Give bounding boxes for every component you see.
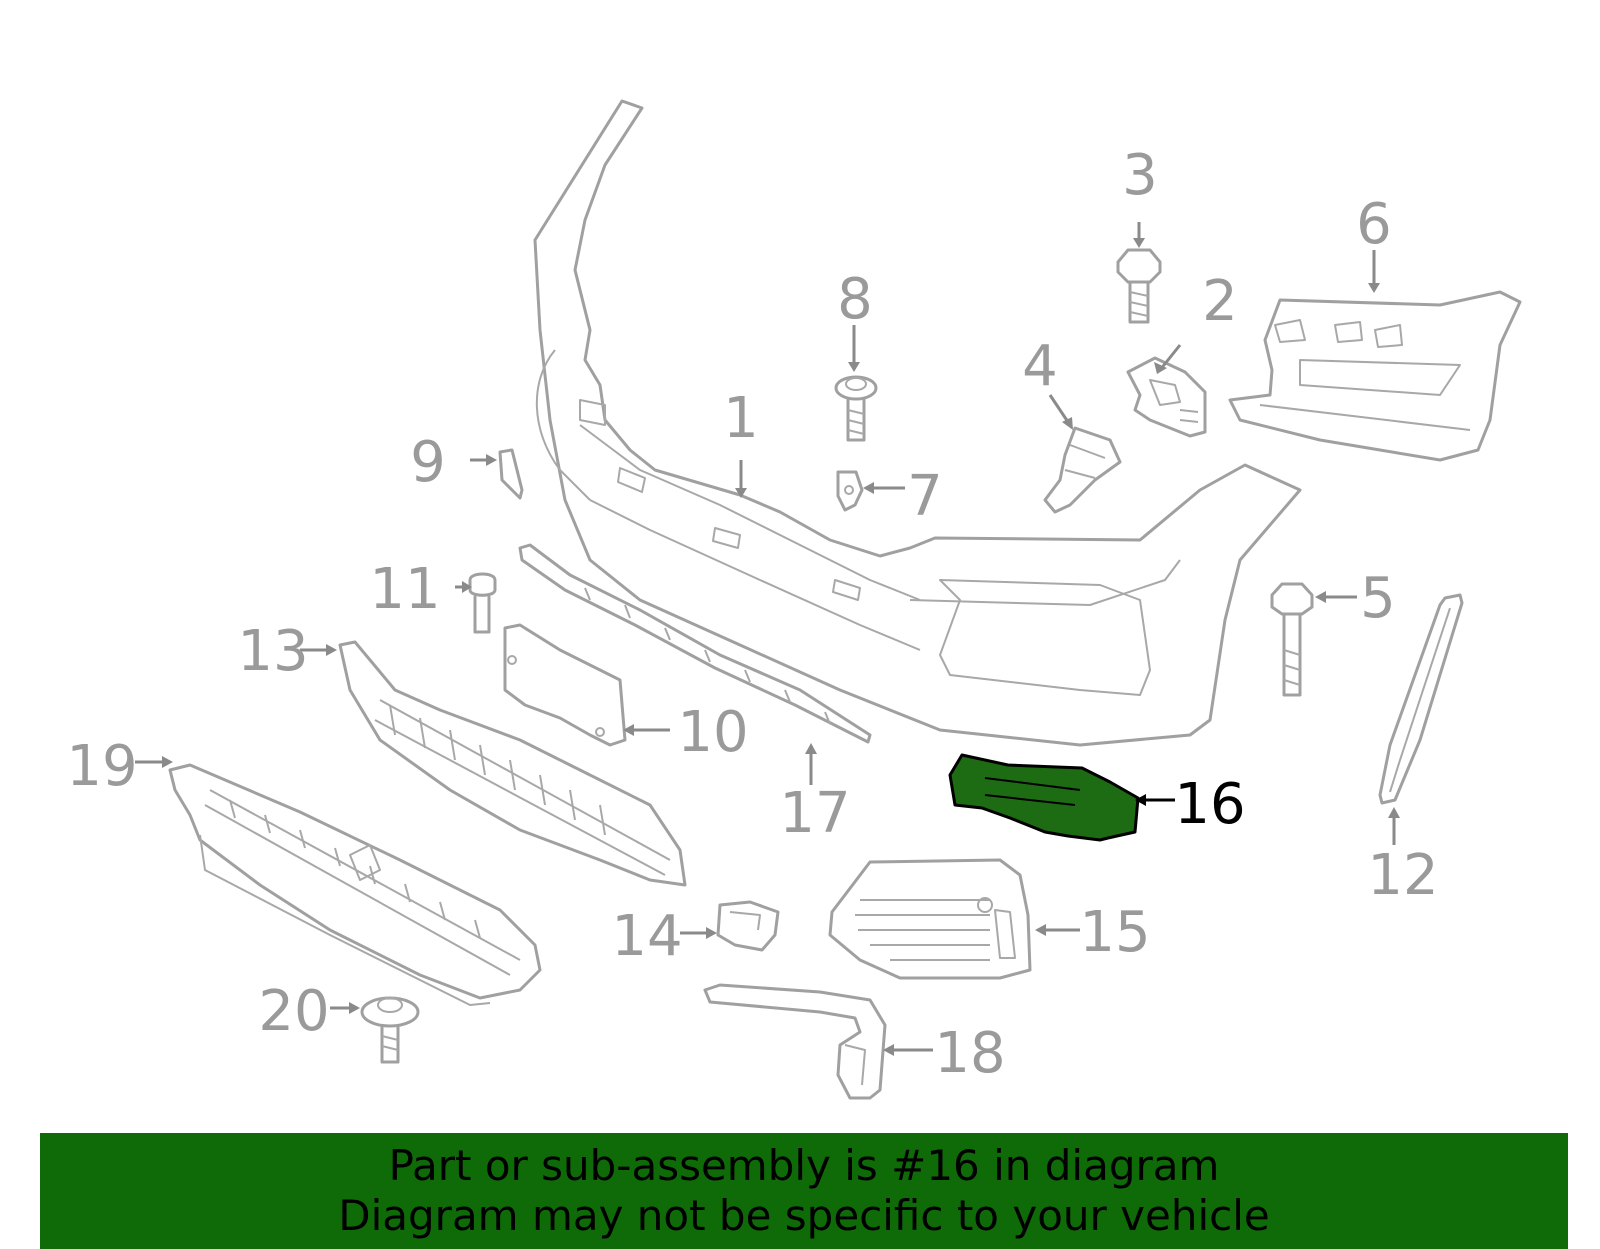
- part-17-trim-strip: [518, 543, 872, 744]
- part-13-lower-grille: [338, 640, 687, 887]
- part-1-bumper-cover: [533, 99, 1302, 747]
- callout-14: 14: [611, 904, 682, 969]
- callout-19: 19: [66, 734, 137, 799]
- part-16-air-duct: [948, 753, 1140, 842]
- callout-15: 15: [1079, 900, 1150, 965]
- part-3-bolt: [1116, 248, 1162, 324]
- part-6-carrier: [1228, 290, 1522, 462]
- part-7-clip: [836, 470, 864, 512]
- part-8-bolt: [834, 375, 878, 442]
- callout-7: 7: [907, 464, 943, 529]
- callout-1: 1: [723, 386, 759, 451]
- part-5-bolt: [1270, 582, 1314, 697]
- callout-16: 16: [1174, 772, 1245, 837]
- part-19-main-grille: [168, 763, 542, 1006]
- callout-6: 6: [1356, 192, 1392, 257]
- callout-4: 4: [1022, 334, 1058, 399]
- callout-20: 20: [258, 979, 329, 1044]
- part-11-screw: [468, 572, 497, 634]
- callout-17: 17: [779, 781, 850, 846]
- banner-line-2: Diagram may not be specific to your vehi…: [338, 1191, 1270, 1240]
- part-9-cap: [498, 448, 524, 500]
- part-20-bolt: [360, 996, 420, 1064]
- callout-10: 10: [677, 700, 748, 765]
- part-18-lower-trim: [703, 983, 887, 1100]
- info-banner: Part or sub-assembly is #16 in diagram D…: [40, 1133, 1568, 1249]
- leader-lines: [135, 222, 1400, 1056]
- callout-9: 9: [410, 430, 446, 495]
- banner-line-1: Part or sub-assembly is #16 in diagram: [388, 1141, 1220, 1190]
- part-12-reflector: [1378, 593, 1464, 805]
- part-14-plug: [716, 900, 780, 952]
- callout-18: 18: [934, 1021, 1005, 1086]
- callout-labels: 1 2 3 4 5 6 7 8 9 10 11 12 13 14 15 16 1…: [66, 143, 1438, 1086]
- callout-5: 5: [1360, 566, 1396, 631]
- callout-12: 12: [1367, 843, 1438, 908]
- part-4-bracket: [1043, 426, 1122, 514]
- callout-13: 13: [237, 619, 308, 684]
- part-15-side-grille: [828, 858, 1032, 980]
- part-10-plate-bracket: [503, 623, 627, 747]
- part-2-bracket: [1126, 356, 1207, 438]
- callout-2: 2: [1202, 269, 1238, 334]
- callout-8: 8: [837, 267, 873, 332]
- callout-11: 11: [369, 557, 440, 622]
- callout-3: 3: [1122, 143, 1158, 208]
